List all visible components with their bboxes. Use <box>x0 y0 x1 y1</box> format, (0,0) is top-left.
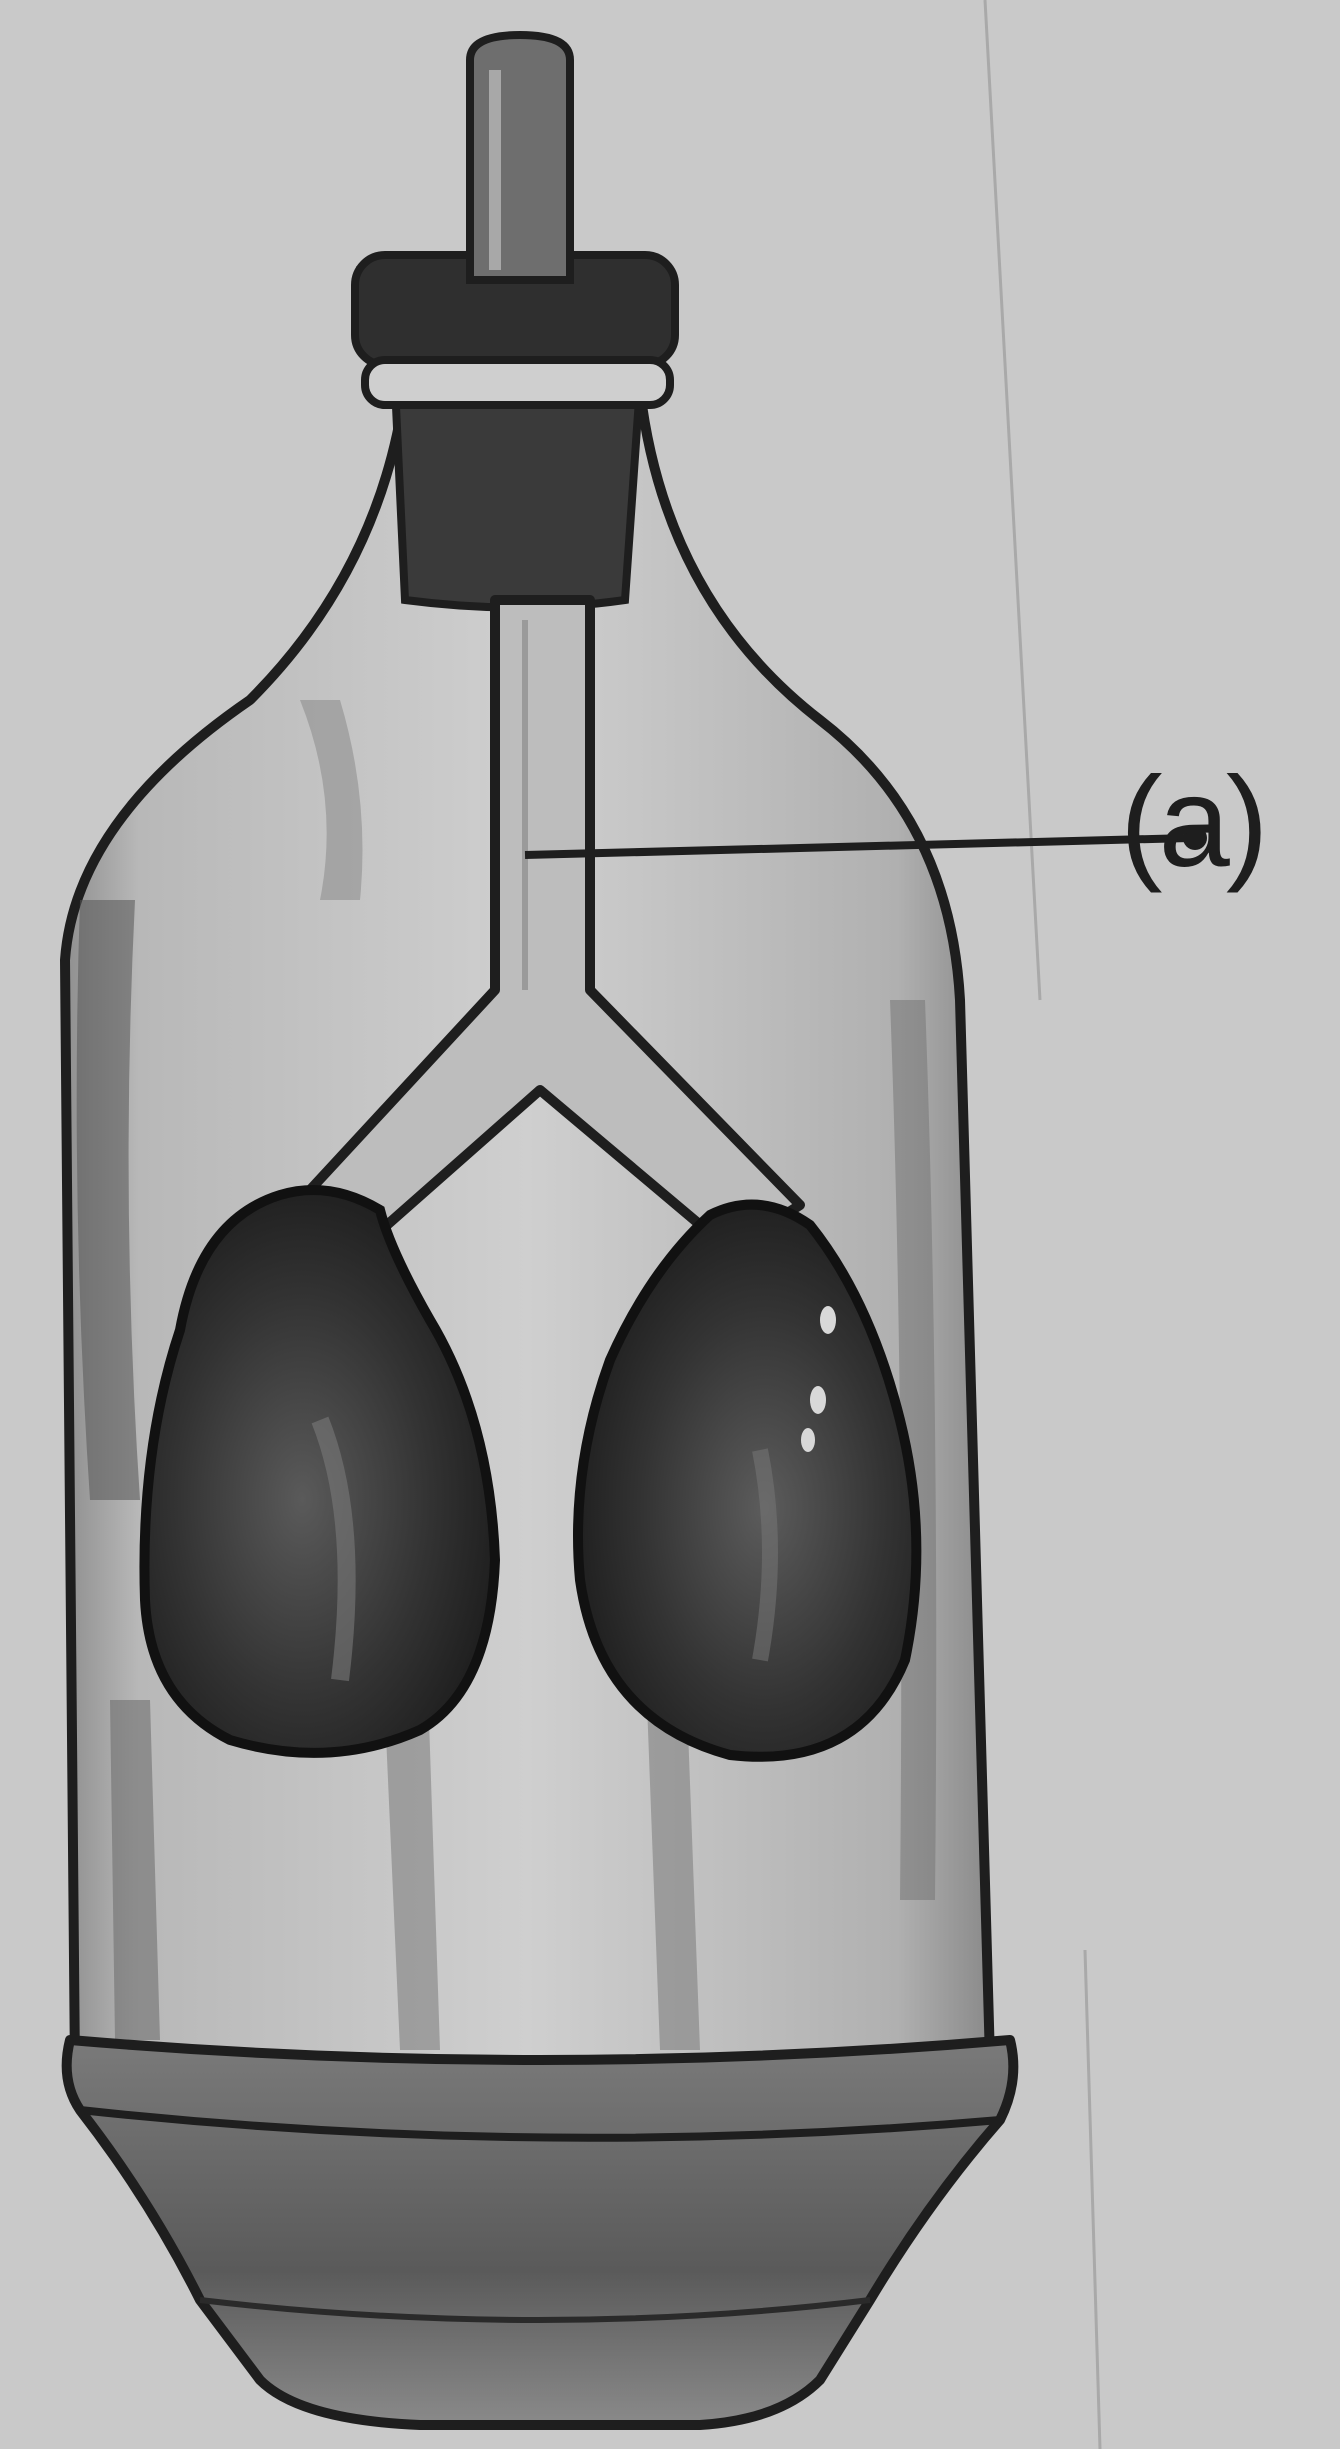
stopper-band <box>365 360 670 405</box>
glass-tube-top <box>470 35 570 280</box>
label-a: (a) <box>1120 748 1330 898</box>
paper-crease-line <box>1085 1950 1100 2449</box>
paper-crease-line <box>985 0 1040 1000</box>
bell-jar-base-dish <box>67 2040 1014 2425</box>
